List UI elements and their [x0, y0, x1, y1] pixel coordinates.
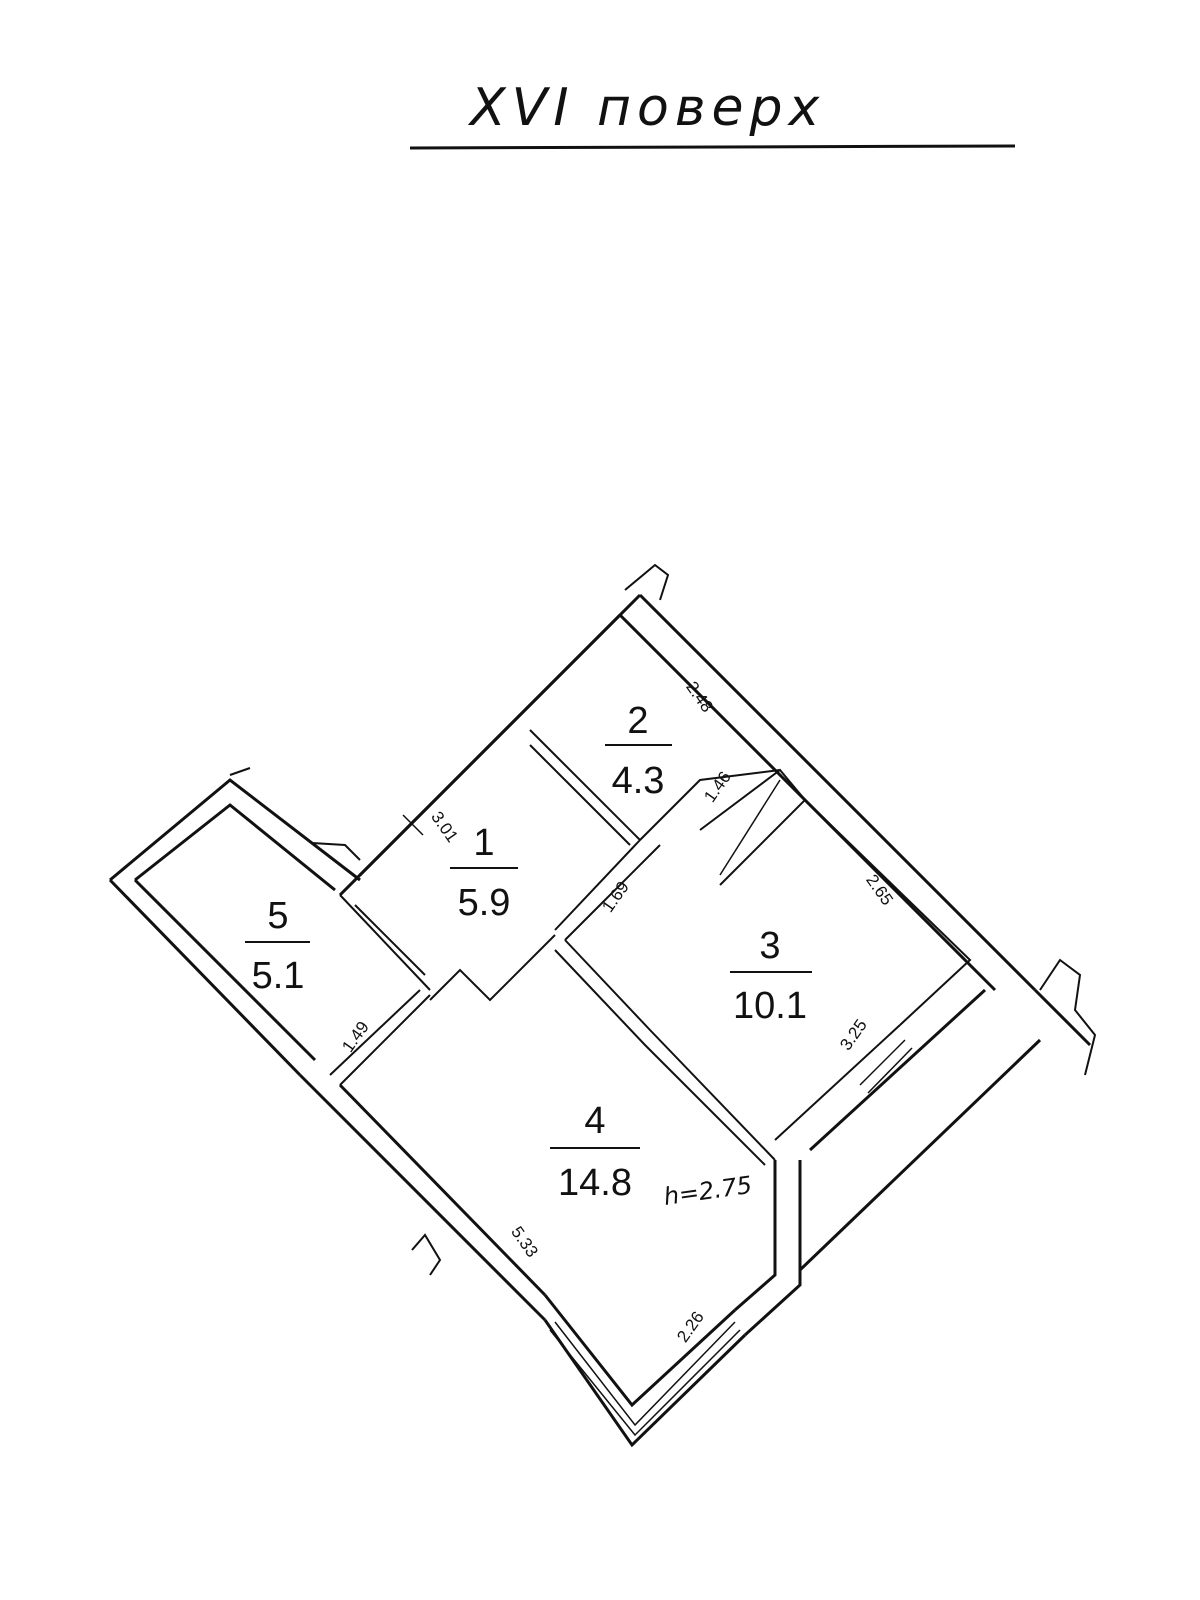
wall-line	[734, 1160, 777, 1312]
partition	[329, 989, 421, 1076]
wall-line	[338, 613, 622, 897]
partition	[529, 729, 641, 841]
outer-walls	[108, 593, 1092, 1448]
partition	[354, 904, 426, 976]
exterior-notches	[229, 563, 1097, 1276]
room-3-label: 3 10.1	[730, 925, 812, 1027]
wall-line	[638, 593, 1037, 992]
dimension-label: 1.46	[700, 768, 735, 806]
dimension-label: 1.69	[598, 878, 633, 916]
partition	[339, 894, 431, 991]
ceiling-height-note: h=2.75	[662, 1171, 754, 1211]
room-area: 4.3	[612, 760, 665, 802]
wall-line	[743, 1160, 802, 1337]
room-4-label: 4 14.8	[550, 1100, 640, 1204]
wall-line	[338, 1083, 547, 1297]
partition	[554, 839, 641, 931]
room-number: 3	[759, 925, 780, 967]
partition	[554, 949, 766, 1166]
title-underline	[409, 144, 1016, 150]
window-lines	[867, 1047, 913, 1094]
floor-title-text: XVI поверх	[467, 78, 825, 138]
windows	[402, 814, 913, 1437]
notch	[229, 767, 251, 776]
notch	[411, 1233, 442, 1276]
dimension-label: 1.49	[338, 1018, 373, 1056]
window-lines	[554, 1321, 736, 1427]
room-number: 2	[627, 700, 648, 742]
room-area: 14.8	[558, 1162, 632, 1204]
partition	[804, 799, 972, 1026]
wall-line	[134, 803, 336, 892]
wall-line	[109, 778, 361, 882]
notch	[624, 563, 670, 601]
partition	[564, 939, 776, 1161]
room-1-label: 1 5.9	[450, 822, 518, 924]
wall-line	[108, 878, 302, 1077]
partition	[699, 768, 807, 886]
partition	[339, 994, 431, 1086]
floor-title: XVI поверх	[409, 78, 1016, 150]
room-area: 10.1	[733, 985, 807, 1027]
wall-line	[298, 1073, 547, 1322]
room-area: 5.1	[252, 955, 305, 997]
window-lines	[549, 1329, 741, 1437]
partition	[529, 744, 631, 846]
wall-line	[133, 878, 317, 1062]
room-number: 5	[267, 895, 288, 937]
dimension-label: 3.25	[836, 1016, 871, 1054]
partition	[774, 1024, 901, 1141]
dimension-label: 3.01	[427, 808, 462, 846]
dimension-label: 5.33	[507, 1223, 542, 1261]
wall-line	[1033, 988, 1092, 1047]
room-2-label: 2 4.3	[605, 700, 672, 802]
partition	[564, 844, 661, 941]
door-swing	[719, 779, 781, 876]
window-lines	[402, 814, 424, 836]
dimension-label: 2.65	[862, 871, 897, 909]
wall-line	[543, 1294, 737, 1408]
partition	[429, 934, 556, 1002]
room-5-label: 5 5.1	[245, 895, 310, 997]
wall-line	[543, 1319, 747, 1448]
wall-line	[808, 988, 987, 1152]
wall-line	[798, 1038, 1042, 1272]
partition	[639, 769, 781, 841]
notch	[1039, 958, 1097, 1076]
room-area: 5.9	[458, 882, 511, 924]
room-number: 4	[584, 1100, 605, 1142]
interior-walls	[329, 729, 972, 1166]
room-number: 1	[473, 822, 494, 864]
window-lines	[859, 1039, 906, 1086]
notch	[311, 842, 361, 861]
